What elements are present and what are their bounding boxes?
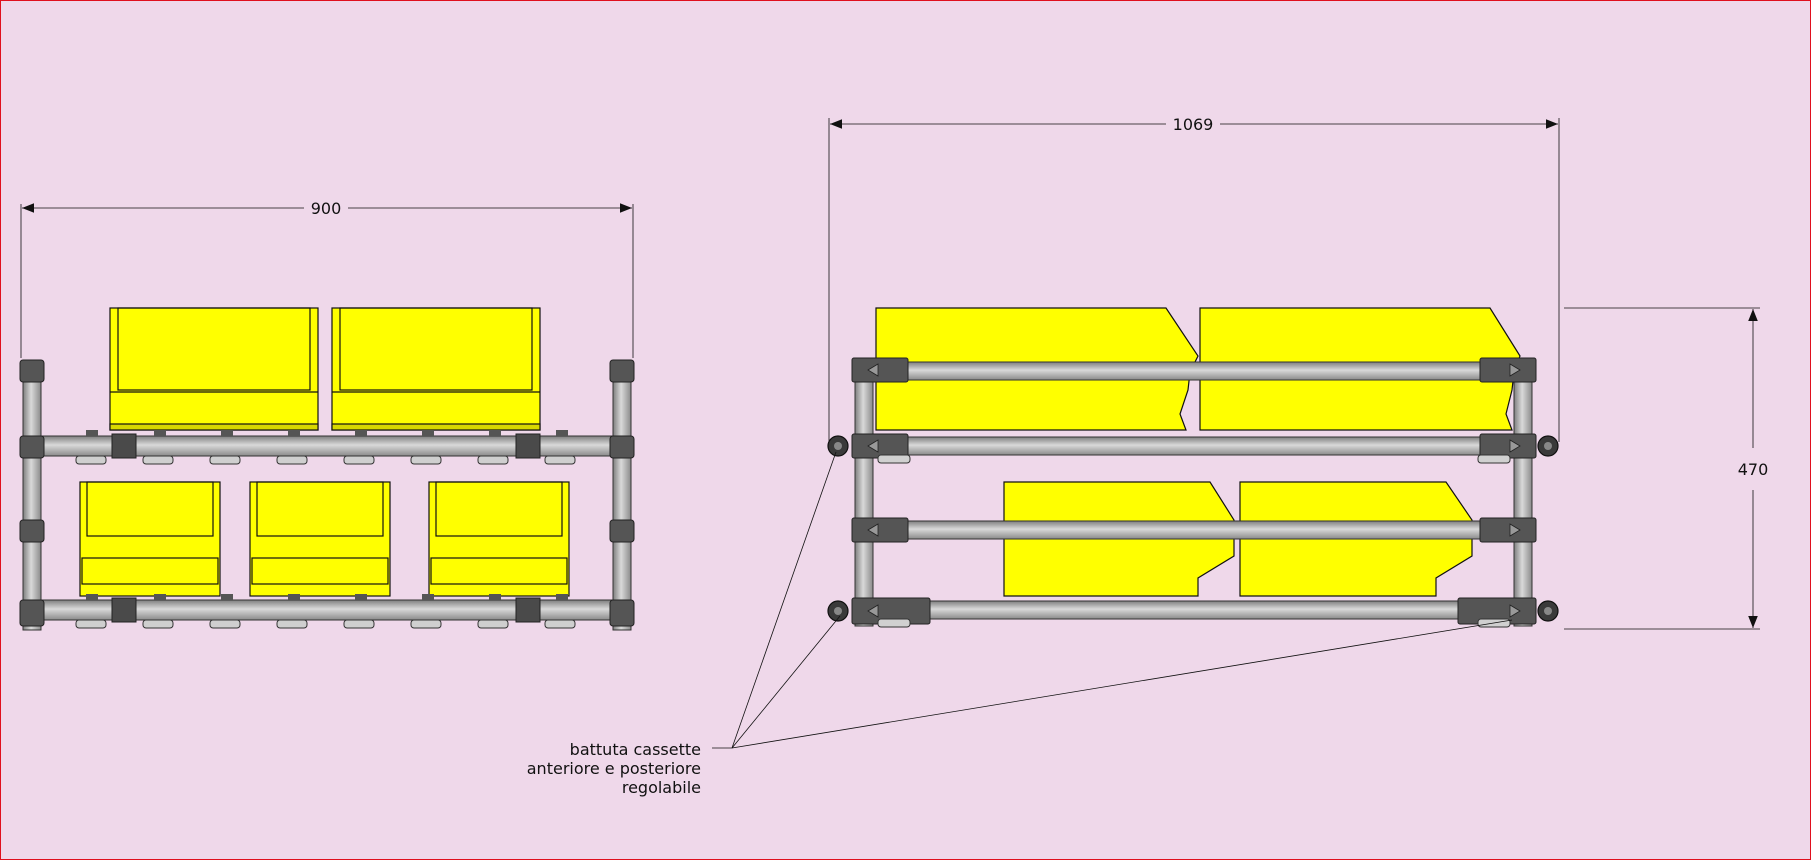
side-slides	[877, 454, 1511, 628]
front-joints	[19, 359, 635, 543]
side-posts	[854, 359, 1533, 627]
side-fitting-arrows	[867, 363, 1521, 618]
side-view: 1069 470	[712, 115, 1769, 749]
annotation-line-3: regolabile	[621, 778, 701, 797]
front-posts	[22, 367, 632, 631]
front-lower-bins	[79, 481, 570, 597]
dimension-side-height: 470	[1564, 307, 1769, 630]
dimension-side-length-label: 1069	[1173, 115, 1214, 134]
front-rail-upper	[23, 430, 631, 465]
dimension-side-length: 1069	[828, 115, 1560, 442]
leader-lines	[712, 451, 1513, 749]
front-view: 900	[19, 199, 635, 631]
front-rail-lower	[19, 435, 635, 629]
dimension-side-height-label: 470	[1738, 460, 1769, 479]
dimension-front-width-label: 900	[311, 199, 342, 218]
bin-box	[331, 307, 541, 431]
dimension-front-width: 900	[20, 199, 634, 358]
front-upper-bins	[109, 307, 541, 431]
annotation-line-2: anteriore e posteriore	[526, 759, 701, 778]
annotation-adjustable-stops: battuta cassette anteriore e posteriore …	[527, 740, 701, 797]
annotation-line-1: battuta cassette	[569, 740, 701, 759]
bin-box	[109, 307, 319, 431]
